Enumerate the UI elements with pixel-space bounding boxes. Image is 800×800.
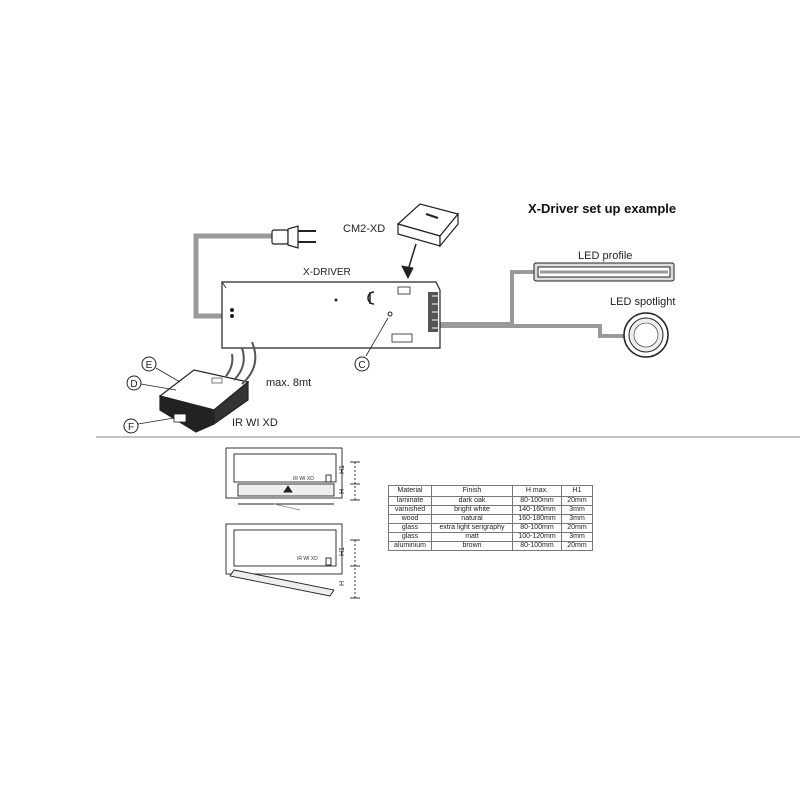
callout-c-letter: C — [358, 360, 365, 371]
table-cell: 3mm — [561, 514, 593, 524]
power-cable — [193, 233, 272, 319]
table-cell: bright white — [431, 505, 513, 515]
detail-sensor-label-top: IR WI XD — [293, 476, 314, 482]
table-cell: 80-100mm — [512, 496, 562, 506]
detail-sensor-label-bottom: IR WI XD — [297, 556, 318, 562]
table-row: laminate dark oak 80-100mm 20mm — [388, 496, 593, 506]
wireless-signal-icon — [225, 341, 257, 385]
power-plug — [271, 225, 316, 249]
max-distance-label: max. 8mt — [266, 377, 311, 389]
callout-f-letter: F — [128, 422, 134, 433]
callout-d-letter: D — [130, 379, 137, 390]
table-cell: wood — [388, 514, 432, 524]
callout-e: E — [141, 356, 181, 383]
xdriver-box — [221, 281, 441, 349]
table-cell: glass — [388, 523, 432, 533]
table-cell: varnished — [388, 505, 432, 515]
table-cell: brown — [431, 541, 513, 551]
connection-arrow — [401, 243, 417, 280]
table-cell: 80-100mm — [512, 523, 562, 533]
callout-f: F — [123, 417, 175, 434]
table-row: varnished bright white 140-160mm 3mm — [388, 505, 593, 515]
callout-d: D — [126, 375, 177, 391]
table-row: glass extra light serigraphy 80-100mm 20… — [388, 523, 593, 533]
led-profile-label: LED profile — [578, 250, 632, 262]
xdriver-details — [230, 286, 438, 343]
detail-drawing-open — [225, 523, 360, 600]
table-cell: 3mm — [561, 532, 593, 542]
table-cell: 20mm — [561, 541, 593, 551]
table-cell: 20mm — [561, 496, 593, 506]
table-cell: 140-160mm — [512, 505, 562, 515]
detail-h-top: H — [339, 489, 346, 494]
table-header-material: Material — [388, 485, 432, 497]
cm2xd-label: CM2-XD — [343, 223, 385, 235]
detail-h-bottom: H — [339, 581, 346, 586]
xdriver-label: X-DRIVER — [303, 267, 351, 278]
callout-e-letter: E — [146, 360, 153, 371]
ir-wi-xd-sensor — [158, 369, 250, 433]
table-row: aluminium brown 80-100mm 20mm — [388, 541, 593, 551]
detail-h1-top: H1 — [339, 465, 346, 474]
led-profile — [533, 262, 675, 282]
table-header-h1: H1 — [561, 485, 593, 497]
table-cell: 3mm — [561, 505, 593, 515]
detail-drawing-closed — [225, 447, 360, 511]
detail-h1-bottom: H1 — [339, 547, 346, 556]
table-cell: 160-180mm — [512, 514, 562, 524]
table-cell: 80-100mm — [512, 541, 562, 551]
diagram-title: X-Driver set up example — [528, 201, 676, 216]
table-cell: aluminium — [388, 541, 432, 551]
table-cell: extra light serigraphy — [431, 523, 513, 533]
ir-wi-xd-label: IR WI XD — [232, 417, 278, 429]
led-spotlight-label: LED spotlight — [610, 296, 675, 308]
led-spotlight — [623, 312, 669, 358]
table-row: wood natural 160-180mm 3mm — [388, 514, 593, 524]
table-cell: matt — [431, 532, 513, 542]
table-cell: 20mm — [561, 523, 593, 533]
cm2xd-module — [396, 203, 460, 248]
table-cell: glass — [388, 532, 432, 542]
callout-c: C — [354, 317, 389, 372]
materials-table: Material Finish H max. H1 laminate dark … — [388, 485, 593, 551]
table-header-finish: Finish — [431, 485, 513, 497]
table-cell: natural — [431, 514, 513, 524]
led-cable — [440, 270, 624, 338]
table-row: glass matt 100-120mm 3mm — [388, 532, 593, 542]
table-cell: 100-120mm — [512, 532, 562, 542]
table-header-row: Material Finish H max. H1 — [388, 485, 593, 497]
table-header-hmax: H max. — [512, 485, 562, 497]
brand-logo-icon — [367, 291, 375, 305]
table-cell: laminate — [388, 496, 432, 506]
table-cell: dark oak — [431, 496, 513, 506]
